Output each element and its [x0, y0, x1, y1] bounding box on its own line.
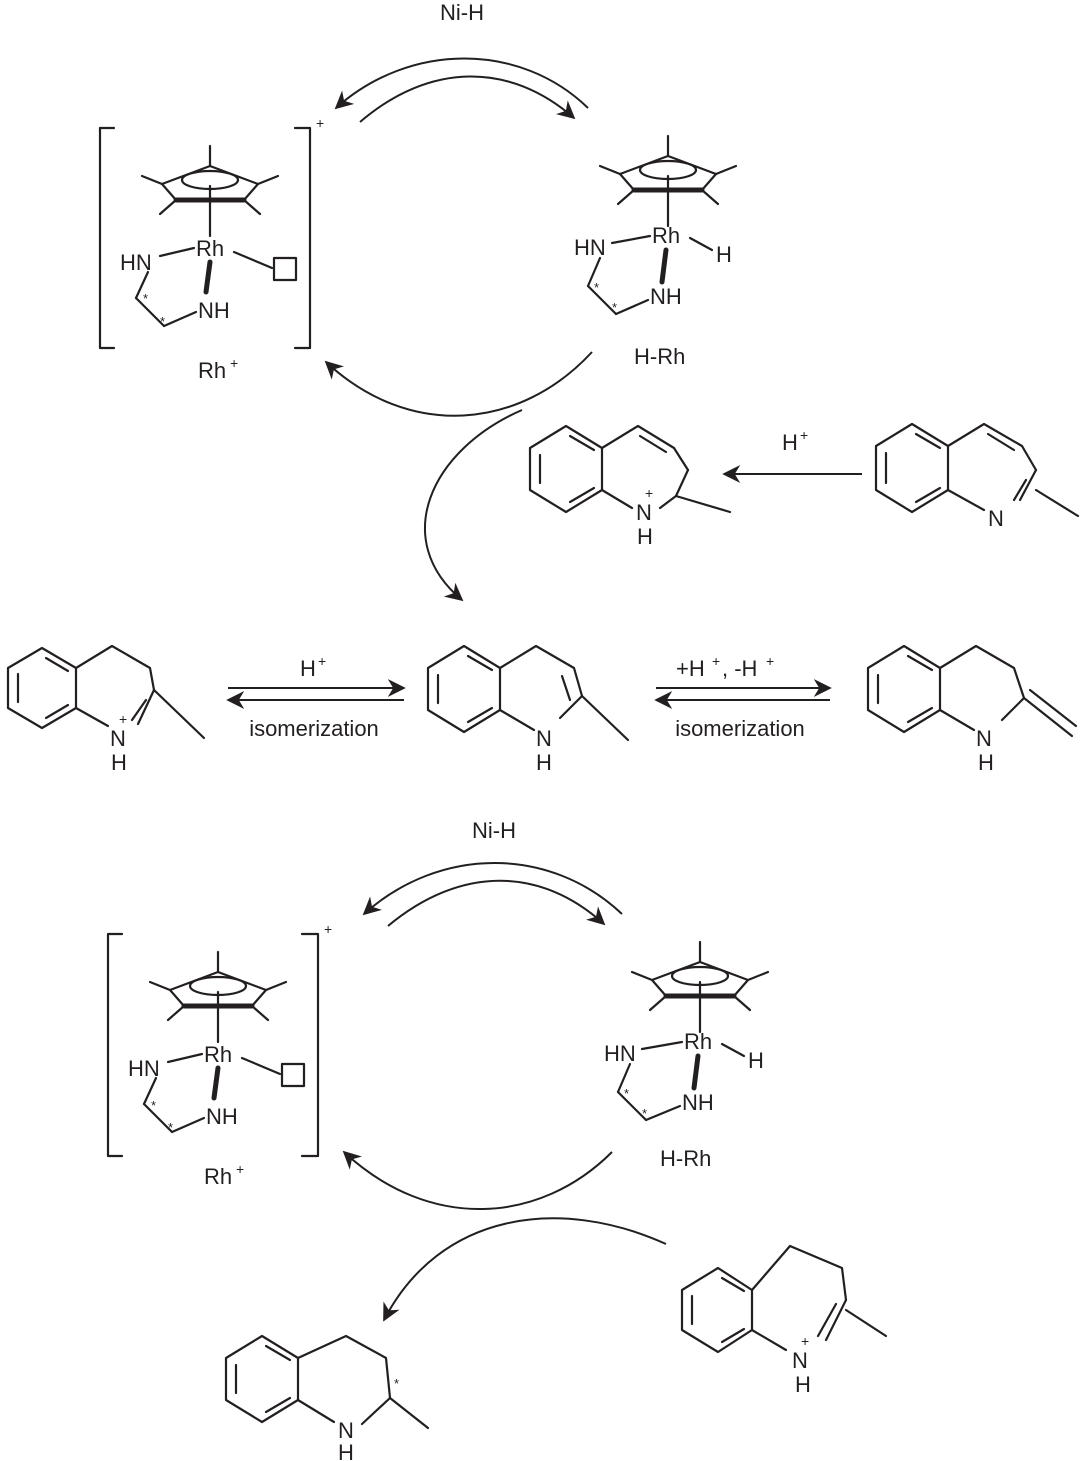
- equilibrium-right-below: isomerization: [675, 716, 805, 741]
- svg-text:HN: HN: [574, 235, 606, 260]
- svg-text:H: H: [338, 1440, 354, 1461]
- svg-text:+: +: [316, 115, 324, 131]
- equilibrium-right-above-charge-1: +: [712, 653, 720, 669]
- svg-text:N: N: [110, 726, 126, 751]
- rh-cation-complex-bottom: + Rh HN NH * *: [106, 921, 332, 1158]
- svg-text:H: H: [111, 750, 127, 775]
- svg-text:Rh: Rh: [196, 236, 224, 261]
- rh-return-arrow-bottom: [342, 1150, 613, 1210]
- protonation-label: H: [782, 430, 798, 455]
- svg-text:N: N: [976, 726, 992, 751]
- svg-text:+: +: [801, 1333, 809, 1349]
- svg-text:*: *: [642, 1106, 647, 1121]
- svg-text:+: +: [645, 485, 653, 501]
- svg-text:*: *: [394, 1376, 399, 1391]
- rh-cation-complex-top: + Rh HN NH * *: [98, 115, 324, 350]
- rh-return-arrow-top: [324, 351, 593, 417]
- svg-text:N: N: [636, 500, 652, 525]
- rh-hydride-label-top: H-Rh: [634, 344, 685, 369]
- svg-text:N: N: [792, 1348, 808, 1373]
- svg-text:Rh: Rh: [204, 1042, 232, 1067]
- rh-cation-label-top: Rh: [198, 358, 226, 383]
- svg-text:H: H: [716, 242, 732, 267]
- svg-text:+: +: [324, 921, 332, 937]
- svg-text:*: *: [612, 300, 617, 315]
- svg-text:H: H: [637, 524, 653, 549]
- svg-text:H: H: [748, 1048, 764, 1073]
- rh-cation-label-bottom: Rh: [204, 1164, 232, 1189]
- svg-text:NH: NH: [650, 284, 682, 309]
- rh-cation-charge-bottom: +: [236, 1161, 244, 1177]
- protonation-charge: +: [800, 427, 808, 443]
- svg-text:H: H: [978, 750, 994, 775]
- methylene-tetrahydroquinoline: N H: [866, 644, 1078, 775]
- svg-text:HN: HN: [128, 1056, 160, 1081]
- hydride-transfer-arrow-top: [424, 409, 523, 602]
- ni-h-top-label: Ni-H: [440, 0, 484, 25]
- svg-text:NH: NH: [198, 298, 230, 323]
- svg-text:H: H: [795, 1372, 811, 1397]
- hydride-transfer-arrow-bottom: [383, 1217, 667, 1322]
- equilibrium-right-above-1: +H: [676, 656, 705, 681]
- rh-cation-charge-top: +: [230, 355, 238, 371]
- equilibrium-left-above: H: [300, 656, 316, 681]
- equilibrium-right-above-charge-2: +: [766, 653, 774, 669]
- methyl-tetrahydroquinoline-product: * N H: [224, 1334, 430, 1461]
- ni-h-lower-arrow-bottom: [387, 879, 606, 927]
- ni-h-bottom-label: Ni-H: [472, 818, 516, 843]
- svg-text:H: H: [536, 750, 552, 775]
- dihydroquinolinium-substrate: N + H: [680, 1244, 888, 1397]
- svg-text:HN: HN: [120, 250, 152, 275]
- ni-h-lower-arrow: [359, 75, 576, 123]
- svg-text:*: *: [143, 291, 148, 306]
- dihydroquinoline-enamine: N H: [426, 644, 630, 775]
- svg-text:*: *: [624, 1086, 629, 1101]
- svg-text:Rh: Rh: [684, 1029, 712, 1054]
- rh-hydride-label-bottom: H-Rh: [660, 1146, 711, 1171]
- methylquinolinium: N + H: [528, 424, 732, 549]
- dihydroquinolinium: N + H: [6, 644, 206, 775]
- rh-hydride-complex-bottom: Rh HN H NH * *: [604, 942, 768, 1122]
- equilibrium-right-above-2: , -H: [722, 656, 757, 681]
- svg-text:N: N: [338, 1418, 354, 1443]
- svg-text:N: N: [536, 726, 552, 751]
- ni-h-upper-arrow: [334, 57, 589, 110]
- svg-text:+: +: [119, 711, 127, 727]
- svg-text:*: *: [151, 1098, 156, 1113]
- svg-text:*: *: [168, 1120, 173, 1135]
- equilibrium-left-below: isomerization: [249, 716, 379, 741]
- svg-text:*: *: [160, 314, 165, 329]
- svg-text:N: N: [988, 506, 1004, 531]
- svg-text:NH: NH: [682, 1090, 714, 1115]
- svg-text:*: *: [594, 280, 599, 295]
- ni-h-upper-arrow-bottom: [362, 862, 623, 916]
- methylquinoline: N: [874, 422, 1080, 531]
- rh-hydride-complex-top: Rh HN H NH * *: [574, 136, 736, 316]
- svg-text:Rh: Rh: [652, 223, 680, 248]
- svg-text:HN: HN: [604, 1041, 636, 1066]
- svg-text:NH: NH: [206, 1104, 238, 1129]
- equilibrium-left-above-charge: +: [318, 653, 326, 669]
